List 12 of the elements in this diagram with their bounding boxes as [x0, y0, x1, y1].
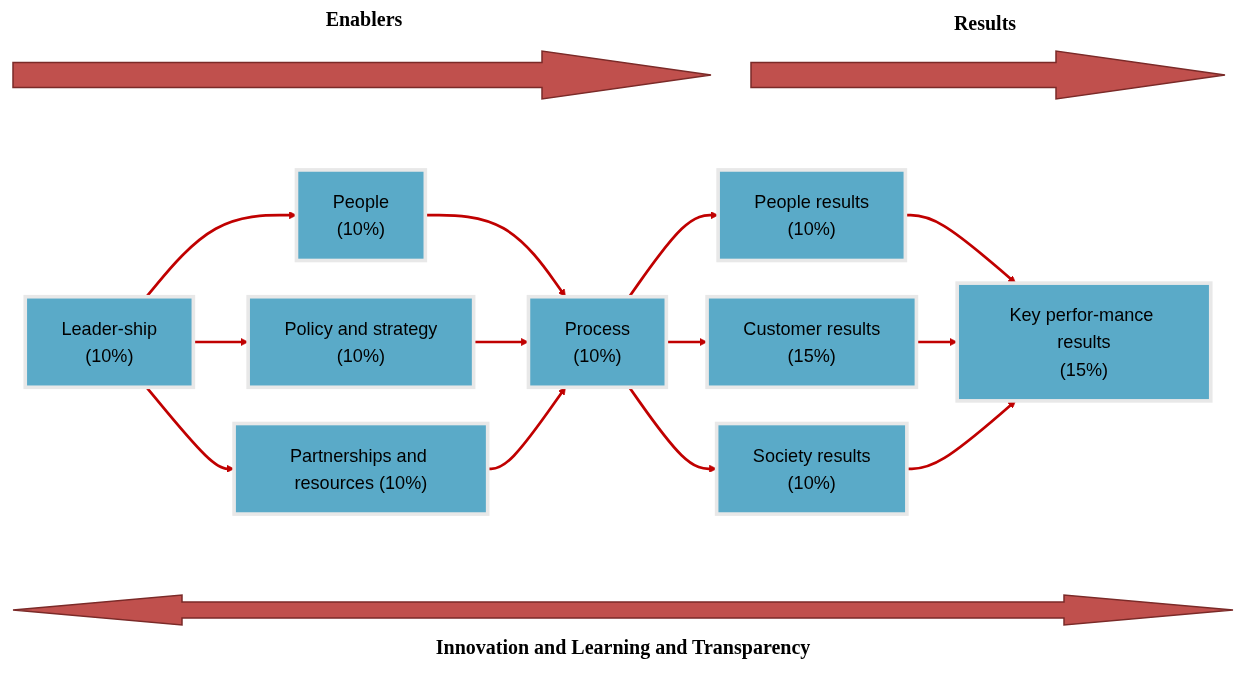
arrow-caption: Results	[952, 12, 1018, 35]
category-box: People (10%)	[294, 168, 427, 263]
category-box: Partnerships and resources (10%)	[231, 421, 489, 516]
arrow-caption: Enablers	[324, 8, 404, 31]
category-box: Process (10%)	[526, 294, 668, 390]
category-box: Society results (10%)	[714, 421, 909, 516]
arrow-caption: Innovation and Learning and Transparency	[434, 636, 812, 659]
category-box: Leader-ship (10%)	[22, 294, 195, 390]
category-box: People results (10%)	[715, 168, 907, 263]
category-box: Customer results (15%)	[704, 294, 918, 390]
category-box: Policy and strategy (10%)	[245, 294, 475, 390]
category-box: Key perfor-mance results (15%)	[954, 281, 1213, 403]
